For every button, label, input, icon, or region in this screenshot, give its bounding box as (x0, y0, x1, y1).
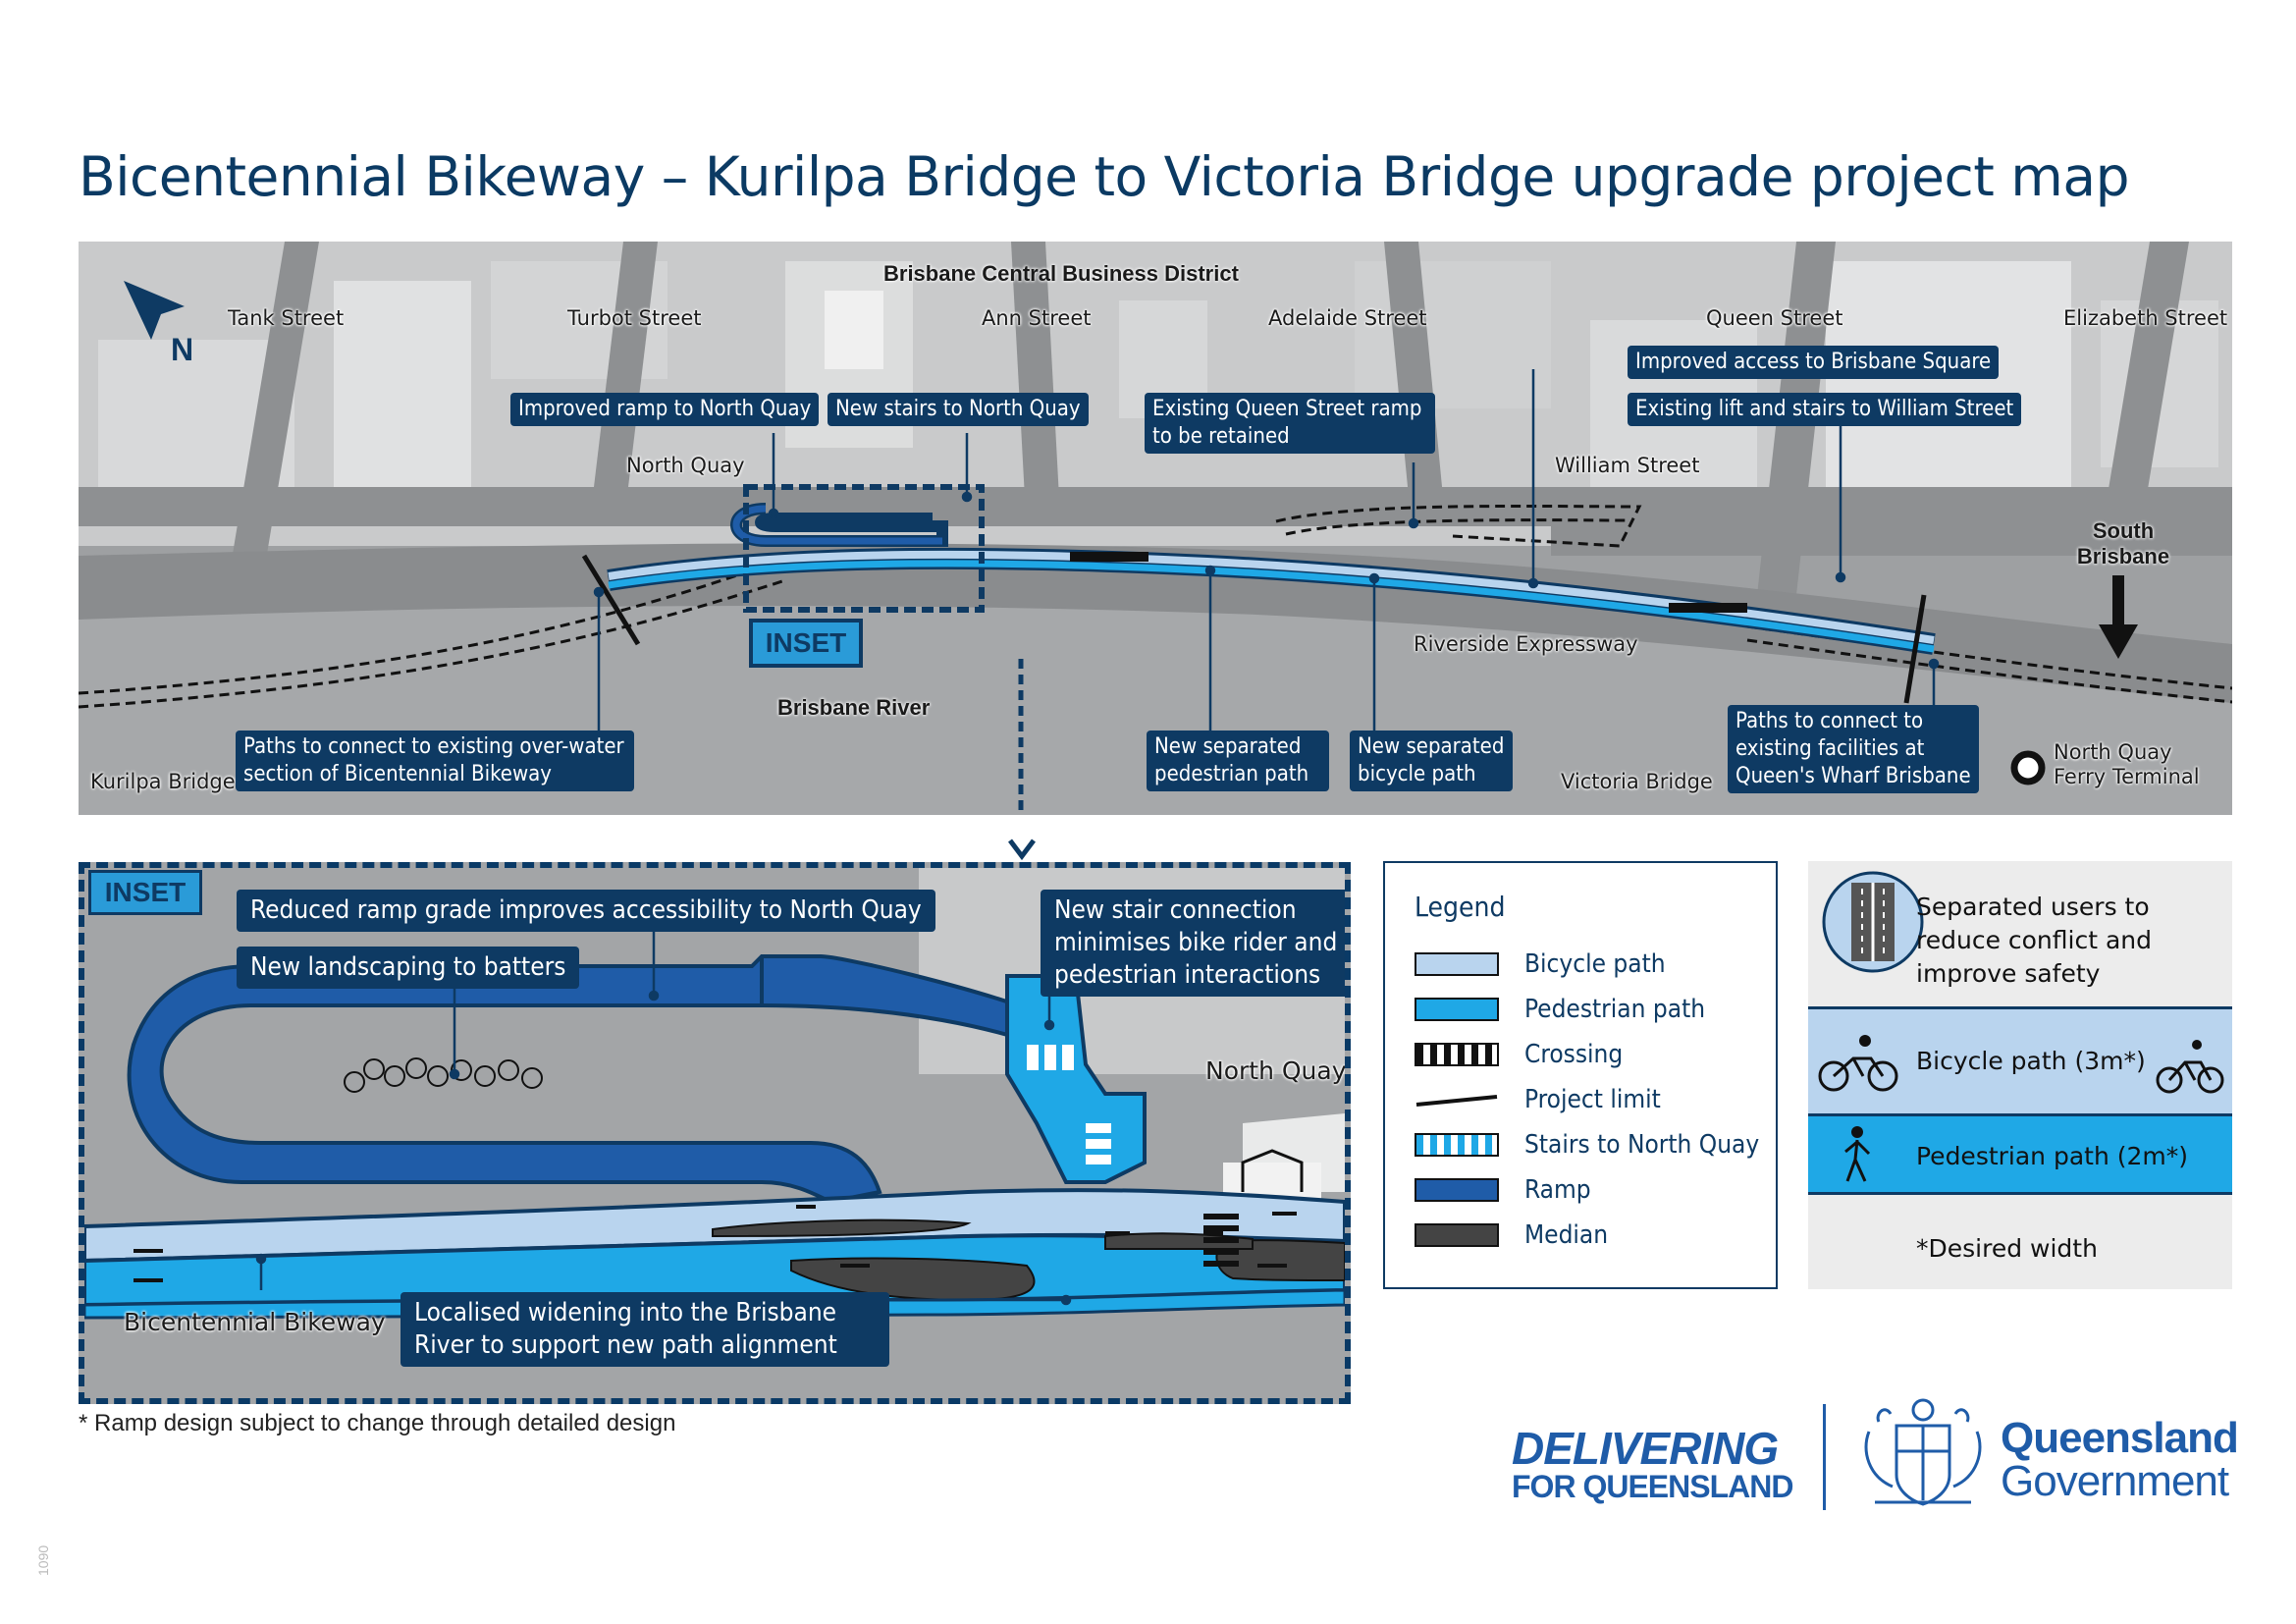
turbot-street-label: Turbot Street (567, 306, 702, 330)
project-limit-icon (1415, 1095, 1498, 1107)
stairs-swatch (1415, 1133, 1499, 1157)
pedestrian-icon (1844, 1126, 1871, 1182)
william-street-label: William Street (1555, 454, 1700, 477)
ramp-swatch (1415, 1178, 1499, 1202)
inset-panel-label: INSET (88, 870, 202, 915)
south-brisbane-label: South Brisbane (2076, 518, 2170, 568)
legend-label: Ramp (1524, 1175, 1591, 1205)
river-label: Brisbane River (777, 695, 931, 720)
queensland-text: Queensland (2001, 1414, 2239, 1462)
callout-separated-bicycle: New separated bicycle path (1350, 731, 1513, 791)
median-swatch (1415, 1223, 1499, 1247)
north-label: N (171, 332, 194, 367)
bicycle-swatch (1415, 952, 1499, 976)
north-quay-label: North Quay (626, 454, 745, 477)
legend-label: Crossing (1524, 1040, 1624, 1069)
legend-label: Stairs to North Quay (1524, 1130, 1760, 1160)
legend-label: Project limit (1524, 1085, 1661, 1114)
callout-ramp-grade: Reduced ramp grade improves accessibilit… (237, 890, 935, 932)
separated-path-icon (1822, 871, 1924, 973)
pedestrian-path-text: Pedestrian path (2m*) (1916, 1142, 2189, 1170)
page-title: Bicentennial Bikeway – Kurilpa Bridge to… (79, 145, 2129, 208)
main-map: N Brisbane Central Business District Bri… (79, 242, 2232, 815)
legend-label: Pedestrian path (1524, 995, 1706, 1024)
callout-widening: Localised widening into the Brisbane Riv… (400, 1292, 889, 1367)
separated-users-text: Separated users to reduce conflict and i… (1916, 893, 2153, 988)
footnote: * Ramp design subject to change through … (79, 1410, 676, 1436)
tank-street-label: Tank Street (228, 306, 345, 330)
delivering-logo-text: DELIVERING (1512, 1423, 1779, 1474)
queen-street-label: Queen Street (1706, 306, 1843, 330)
cyclist-icon (2156, 1040, 2224, 1094)
callout-queen-ramp: Existing Queen Street ramp to be retaine… (1145, 393, 1435, 454)
callout-brisbane-square: Improved access to Brisbane Square (1628, 346, 2000, 379)
desired-width-text: *Desired width (1916, 1234, 2098, 1263)
ferry-terminal-label: North Quay Ferry Terminal (2054, 740, 2200, 788)
callout-lift-stairs: Existing lift and stairs to William Stre… (1628, 393, 2022, 426)
inset-panel: INSET Reduced ramp grade improves access… (79, 862, 1351, 1404)
inset-north-quay-label: North Quay (1205, 1056, 1347, 1085)
bicycle-path-text: Bicycle path (3m*) (1916, 1047, 2146, 1075)
callout-separated-pedestrian: New separated pedestrian path (1147, 731, 1329, 791)
victoria-bridge-label: Victoria Bridge (1561, 770, 1713, 793)
callout-landscaping: New landscaping to batters (237, 947, 580, 989)
cyclist-icon (1818, 1035, 1898, 1092)
cbd-label: Brisbane Central Business District (883, 261, 1239, 286)
pedestrian-path-row: Pedestrian path (2m*) (1808, 1116, 2232, 1195)
brand-divider (1823, 1404, 1826, 1510)
callout-queens-wharf: Paths to connect to existing facilities … (1728, 705, 1979, 793)
queensland-crest-icon (1864, 1398, 1982, 1506)
ann-street-label: Ann Street (982, 306, 1092, 330)
legend-label: Bicycle path (1524, 949, 1666, 979)
elizabeth-street-label: Elizabeth Street (2063, 306, 2228, 330)
north-arrow-icon (122, 279, 190, 348)
inset-bikeway-label: Bicentennial Bikeway (124, 1308, 386, 1336)
legend-title: Legend (1415, 891, 1506, 923)
legend-panel: Legend Bicycle path Pedestrian path Cros… (1383, 861, 1778, 1289)
inset-marker-label: INSET (749, 619, 863, 668)
callout-overwater: Paths to connect to existing over-water … (236, 731, 634, 791)
legend-label: Median (1524, 1220, 1609, 1250)
riverside-expressway-label: Riverside Expressway (1414, 632, 1638, 656)
separated-users-panel: Separated users to reduce conflict and i… (1808, 861, 2232, 1289)
page-number: 1090 (35, 1544, 51, 1576)
callout-new-stairs: New stairs to North Quay (828, 393, 1089, 426)
callout-improved-ramp: Improved ramp to North Quay (510, 393, 820, 426)
callout-stair-connection: New stair connection minimises bike ride… (1041, 890, 1345, 997)
kurilpa-bridge-label: Kurilpa Bridge (90, 770, 236, 793)
inset-graphics (84, 868, 1345, 1320)
bicycle-path-row: Bicycle path (3m*) (1808, 1006, 2232, 1116)
for-queensland-text: FOR QUEENSLAND (1512, 1469, 1793, 1504)
adelaide-street-label: Adelaide Street (1268, 306, 1427, 330)
government-text: Government (2001, 1457, 2229, 1505)
crossing-swatch (1415, 1043, 1499, 1066)
pedestrian-swatch (1415, 998, 1499, 1021)
inset-connector-arrow-icon (1008, 839, 1036, 861)
